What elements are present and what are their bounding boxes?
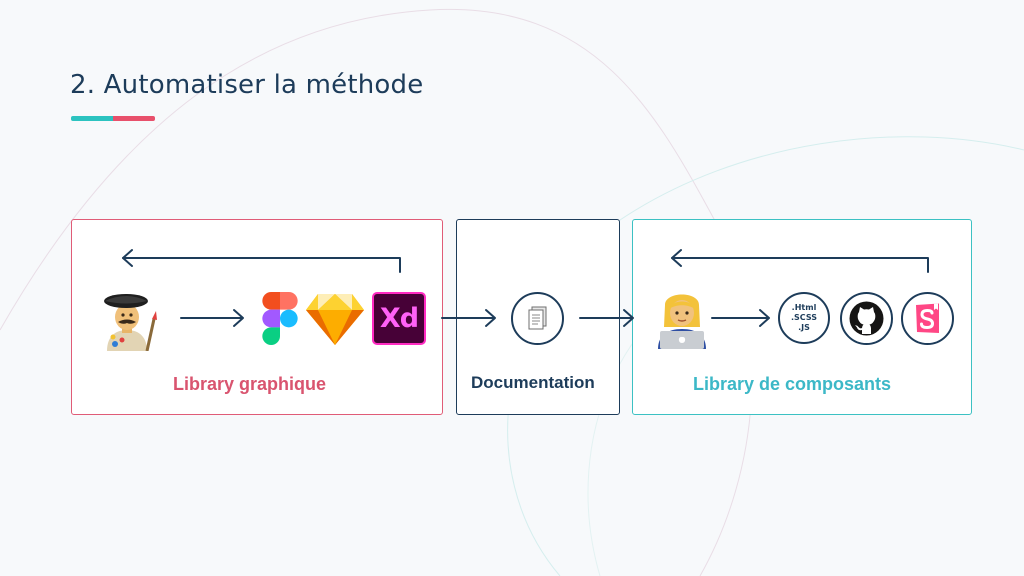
- artist-emoji-icon: [104, 294, 157, 351]
- adobe-xd-icon-text: Xd: [379, 303, 419, 334]
- underline-pink: [113, 116, 155, 121]
- github-icon: [840, 292, 893, 345]
- title-underline: [71, 116, 155, 121]
- sketch-icon: [306, 294, 364, 345]
- panel-label-library-composants: Library de composants: [693, 374, 892, 394]
- figma-icon: [262, 292, 298, 345]
- code-line-js: .JS: [798, 323, 810, 332]
- document-glyph: [528, 306, 547, 330]
- developer-emoji-icon: [658, 294, 706, 349]
- underline-teal: [71, 116, 113, 121]
- slide-title: 2. Automatiser la méthode: [70, 70, 424, 100]
- storybook-icon: [901, 292, 954, 345]
- panel-label-documentation: Documentation: [471, 373, 595, 392]
- github-glyph: [849, 301, 884, 336]
- code-files-icon: .Html .SCSS .JS: [778, 292, 830, 344]
- storybook-glyph: [916, 303, 939, 333]
- document-icon: [511, 292, 564, 345]
- code-line-scss: .SCSS: [791, 313, 817, 322]
- code-line-html: .Html: [791, 303, 817, 312]
- panel-label-library-graphique: Library graphique: [173, 374, 327, 394]
- adobe-xd-icon: Xd: [372, 292, 426, 345]
